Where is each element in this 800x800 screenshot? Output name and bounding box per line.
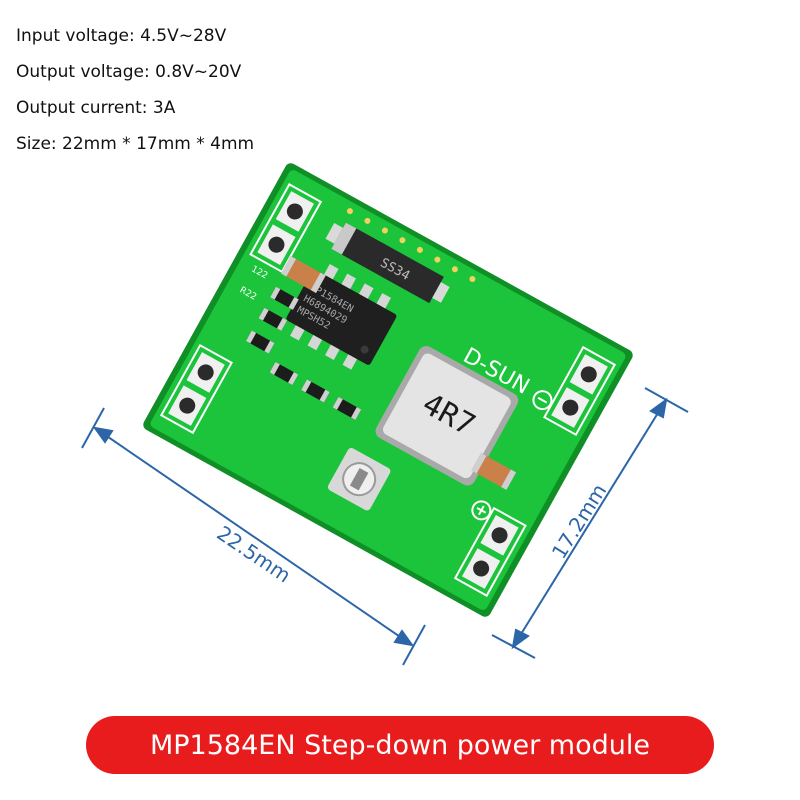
- pcb-surface: [150, 170, 626, 610]
- right-pads: [453, 345, 617, 597]
- spec-size: Size: 22mm * 17mm * 4mm: [16, 134, 255, 154]
- spec-output-current: Output current: 3A: [16, 98, 176, 118]
- product-title: MP1584EN Step-down power module: [149, 729, 650, 761]
- diode-ss34: [325, 222, 450, 304]
- plus-symbol: [471, 500, 492, 521]
- chip-mp1584en: [286, 263, 397, 370]
- spec-input-voltage: Input voltage: 4.5V~28V: [16, 26, 227, 46]
- dimension-length: [81, 407, 426, 666]
- inductor-4r7: [375, 346, 519, 486]
- dimension-length-label: 22.5mm: [213, 521, 296, 588]
- dimension-width: [491, 387, 689, 659]
- spec-list: Input voltage: 4.5V~28V Output voltage: …: [16, 22, 254, 166]
- product-illustration: SS34 D-SUN MP1584EN H6894029 MPSH52 4R7: [81, 163, 689, 666]
- product-title-banner: MP1584EN Step-down power module: [86, 716, 714, 774]
- trimmer-potentiometer: [327, 448, 391, 511]
- spec-output-voltage: Output voltage: 0.8V~20V: [16, 62, 242, 82]
- via-holes: [346, 208, 476, 282]
- minus-symbol: [532, 390, 553, 411]
- capacitor-left: [281, 256, 326, 293]
- left-pads: [159, 183, 323, 435]
- capacitor-right: [471, 453, 517, 490]
- pcb-board: SS34 D-SUN MP1584EN H6894029 MPSH52 4R7: [143, 163, 633, 617]
- smd-resistors: [245, 286, 362, 420]
